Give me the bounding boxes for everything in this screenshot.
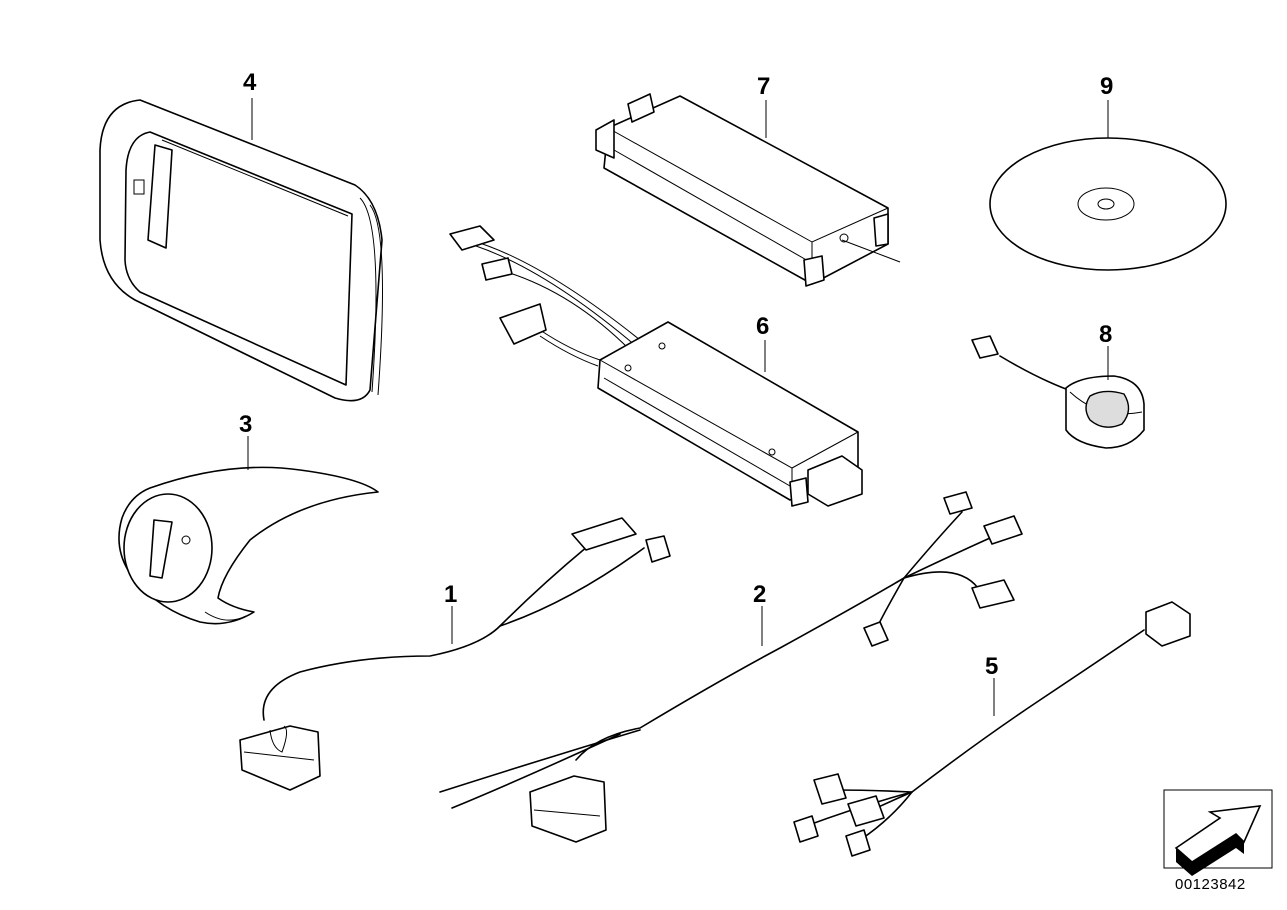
- direction-arrow-icon: [1163, 789, 1273, 876]
- part-2-cable-harness[interactable]: [439, 491, 1023, 843]
- callout-label-1: 1: [444, 581, 457, 608]
- document-number: 00123842: [1175, 876, 1246, 893]
- part-5-cable-harness[interactable]: [793, 601, 1191, 857]
- part-6-module-with-harness[interactable]: [449, 225, 863, 507]
- part-8-antenna[interactable]: [971, 335, 1145, 449]
- part-9-disc[interactable]: [989, 137, 1227, 271]
- callout-label-2: 2: [753, 581, 766, 608]
- part-1-cable-harness[interactable]: [239, 517, 671, 791]
- callout-label-9: 9: [1100, 73, 1113, 100]
- callout-label-5: 5: [985, 653, 998, 680]
- callout-label-8: 8: [1099, 321, 1112, 348]
- part-3-shift-knob-cover[interactable]: [118, 466, 379, 625]
- callout-label-4: 4: [243, 69, 257, 96]
- callout-label-6: 6: [756, 313, 769, 340]
- part-7-control-unit[interactable]: [595, 93, 901, 287]
- part-4-display-frame[interactable]: [99, 99, 383, 402]
- callout-label-3: 3: [239, 411, 252, 438]
- callout-label-7: 7: [757, 73, 770, 100]
